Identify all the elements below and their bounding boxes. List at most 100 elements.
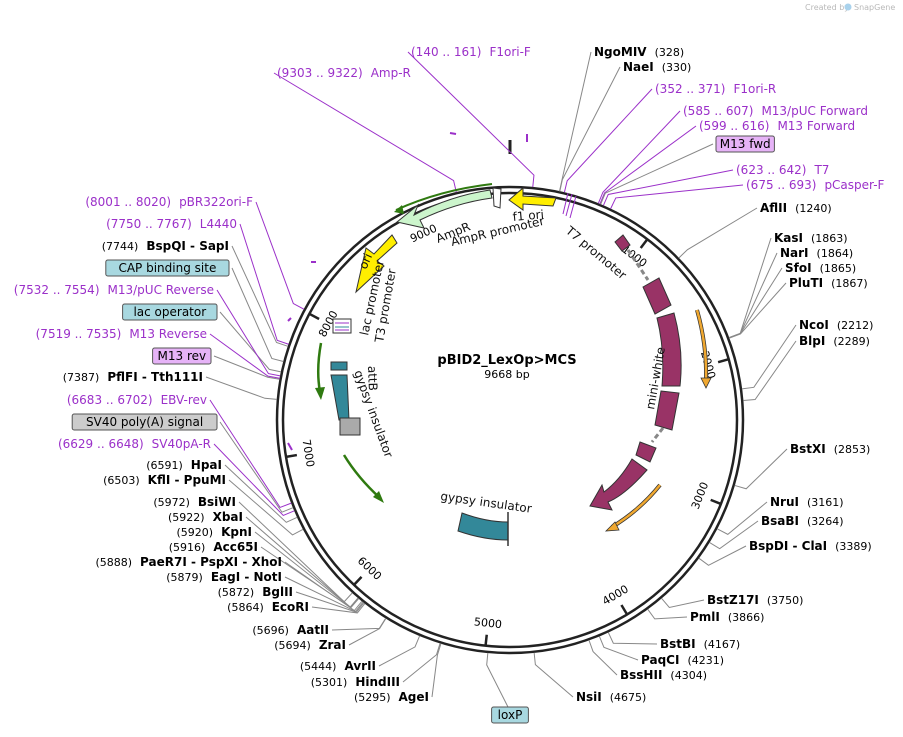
aflii-leader-line <box>678 207 758 259</box>
aatii-position: (5696) <box>252 624 289 637</box>
ngomiv-label: NgoMIV(328) <box>594 45 684 59</box>
cap-box-box <box>105 259 230 277</box>
acc65i-leader-line <box>260 546 360 609</box>
paer7i-pspxi-xhoi-position: (5888) <box>95 556 132 569</box>
aatii-leader-line <box>331 617 387 631</box>
tick-label: 3000 <box>689 480 711 511</box>
kpni-name: KpnI <box>221 525 252 539</box>
orange-arrow-right <box>695 309 708 381</box>
paer7i-pspxi-xhoi-leader-line <box>284 561 363 612</box>
plasmid-length: 9668 bp <box>484 368 529 381</box>
sv40pa-r-range: (6629 .. 6648) <box>58 437 144 451</box>
lacop-box-label: lac operator <box>133 305 206 319</box>
blpi-label: BlpI(2289) <box>799 334 870 348</box>
bspdi-clai-name: BspDI - ClaI <box>749 539 827 553</box>
tick-mark <box>484 634 488 646</box>
bstz17i-position: (3750) <box>767 594 804 607</box>
tick-mark <box>353 576 363 586</box>
bspqi-sapi-leader-line <box>231 245 289 347</box>
pluti-name: PluTI <box>789 276 823 290</box>
zrai-leader-line <box>348 618 387 646</box>
avrii-name: AvrII <box>344 659 376 673</box>
nsii-leader-line <box>533 652 574 698</box>
xbai-position: (5922) <box>168 511 205 524</box>
m13puc-rev-name: M13/pUC Reverse <box>108 283 215 297</box>
f1ori-f-leader-line <box>407 51 535 188</box>
site-labels: (140 .. 161)F1ori-F(9303 .. 9322)Amp-RNg… <box>14 45 885 724</box>
sfoi-name: SfoI <box>785 261 812 275</box>
nrui-label: NruI(3161) <box>770 495 844 509</box>
tick-mark <box>308 312 320 321</box>
bsshii-position: (4304) <box>670 669 707 682</box>
t7-name: T7 <box>813 163 829 177</box>
xbai-label: (5922) XbaI <box>168 510 243 524</box>
blpi-leader-line <box>743 340 797 402</box>
gypsy-insulator-bottom <box>457 512 509 541</box>
bglii-leader-line <box>295 591 365 613</box>
loxp-leader-line <box>486 652 511 712</box>
pluti-position: (1867) <box>831 277 868 290</box>
f1ori-r-name: F1ori-R <box>733 82 776 96</box>
bstbi-name: BstBI <box>660 637 696 651</box>
sv40pa-primer-mark <box>287 442 293 451</box>
nrui-leader-line <box>716 501 768 535</box>
hpai-leader-line <box>224 464 298 523</box>
gypsy-insulator-bottom-label: gypsy insulator <box>440 489 533 516</box>
ncoi-position: (2212) <box>837 319 874 332</box>
orange-arrow-bottom-head <box>604 521 620 532</box>
avrii-leader-line <box>378 635 421 667</box>
aflii-name: AflII <box>760 201 787 215</box>
naei-leader-line <box>559 66 621 192</box>
pcasper-f-name: pCasper-F <box>824 178 884 192</box>
blpi-position: (2289) <box>833 335 870 348</box>
m13puc-rev-leader-line <box>216 289 281 377</box>
backbone-outer-ring <box>275 185 745 655</box>
bsiwi-leader-line <box>238 501 353 603</box>
bsabi-leader-line <box>709 520 759 550</box>
m13puc-fwd-name: M13/pUC Forward <box>761 104 868 118</box>
pcasper-f-range: (675 .. 693) <box>746 178 816 192</box>
sfoi-label: SfoI(1865) <box>785 261 856 275</box>
m13puc-rev-range: (7532 .. 7554) <box>14 283 100 297</box>
xbai-name: XbaI <box>213 510 243 524</box>
ncoi-name: NcoI <box>799 318 829 332</box>
green-arrow-left-head <box>315 387 325 400</box>
zrai-label: (5694)ZraI <box>274 638 346 652</box>
sv40-box-label: SV40 poly(A) signal <box>86 415 203 429</box>
bglii-position: (5872) <box>218 586 255 599</box>
acc65i-name: Acc65I <box>213 540 258 554</box>
hindiii-leader-line <box>402 643 441 683</box>
agei-position: (5295) <box>354 691 391 704</box>
paqci-position: (4231) <box>687 654 724 667</box>
bstbi-position: (4167) <box>704 638 741 651</box>
l4440-label: (7750 .. 7767)L4440 <box>106 217 237 231</box>
kasi-name: KasI <box>774 231 803 245</box>
paer7i-pspxi-xhoi-label: (5888)PaeR7I - PspXI - XhoI <box>95 555 282 569</box>
f1ori-r-leader-line <box>563 88 653 193</box>
bstbi-label: BstBI (4167) <box>660 637 740 651</box>
pcasper-f-leader-line <box>610 184 744 209</box>
f1ori-r-label: (352 .. 371)F1ori-R <box>655 82 776 96</box>
kpni-label: (5920)KpnI <box>177 525 252 539</box>
paqci-label: PaqCI(4231) <box>641 653 724 667</box>
kasi-position: (1863) <box>811 232 848 245</box>
ngomiv-position: (328) <box>655 46 685 59</box>
bsiwi-label: (5972)BsiWI <box>153 495 236 509</box>
ebv-rev-name: EBV-rev <box>161 393 207 407</box>
ncoi-leader-line <box>741 324 797 390</box>
m13puc-fwd-leader-line <box>597 110 681 204</box>
t7-range: (623 .. 642) <box>736 163 806 177</box>
m13fwd-box-label: M13 fwd <box>720 137 771 151</box>
bstz17i-name: BstZ17I <box>707 593 759 607</box>
attb-label: attB <box>365 366 380 391</box>
tick-label: 4000 <box>600 582 631 608</box>
ebv-rev-leader-line <box>209 399 292 509</box>
m13puc-fwd-range: (585 .. 607) <box>683 104 753 118</box>
ecori-name: EcoRI <box>272 600 309 614</box>
ori-arrow <box>355 234 398 294</box>
t7-primer-mark-2 <box>565 193 573 217</box>
nari-leader-line <box>728 252 778 339</box>
ngomiv-leader-line <box>559 51 592 192</box>
bstz17i-leader-line <box>661 597 705 608</box>
pbr322ori-f-label: (8001 .. 8020)pBR322ori-F <box>85 195 253 209</box>
